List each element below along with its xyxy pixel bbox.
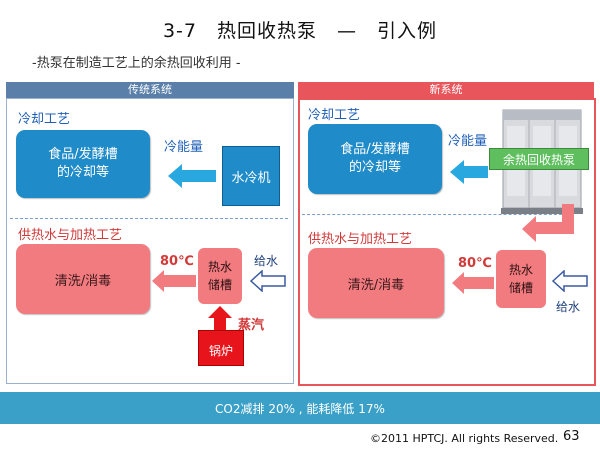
result-summary-bar: CO2减排 20% , 能耗降低 17%: [0, 392, 600, 424]
left-cooling-amount-label: 冷能量: [164, 140, 204, 155]
right-panel-header: 新系统: [298, 82, 594, 98]
left-steam-arrow: [208, 306, 232, 336]
left-supply-water-label: 给水: [254, 254, 279, 268]
left-chiller-box: 水冷机: [222, 146, 280, 206]
left-hot-water-tank: 热水储槽: [198, 248, 242, 304]
right-supply-water-label: 给水: [556, 300, 581, 314]
right-supply-water-arrow: [552, 270, 588, 292]
slide-title: 3-7 热回收热泵 — 引入例: [162, 20, 438, 42]
left-wash-box: 清洗/消毒: [16, 244, 150, 314]
left-food-line2: 的冷却等: [56, 165, 109, 180]
left-food-line1: 食品/发酵槽: [48, 147, 118, 162]
left-tank-line2: 储槽: [207, 278, 232, 292]
left-tank-line1: 热水: [207, 260, 232, 274]
right-cooling-amount-label: 冷能量: [448, 134, 488, 149]
left-supply-water-arrow: [250, 270, 286, 292]
left-steam-label: 蒸汽: [238, 318, 265, 333]
right-tank-line1: 热水: [508, 263, 533, 277]
left-boiler-box: 锅炉: [198, 330, 244, 366]
page-number: 63: [563, 429, 580, 444]
left-panel-header: 传统系统: [6, 82, 294, 98]
right-cooling-section-label: 冷却工艺: [308, 108, 361, 123]
left-food-tank-box: 食品/发酵槽的冷却等: [16, 130, 150, 198]
right-food-line2: 的冷却等: [348, 160, 401, 175]
left-hot-water-arrow: [152, 270, 196, 292]
right-section-divider: [302, 214, 572, 215]
right-food-tank-box: 食品/发酵槽的冷却等: [308, 124, 442, 194]
left-heating-section-label: 供热水与加热工艺: [18, 228, 123, 243]
left-cooling-arrow: [168, 164, 216, 188]
right-wash-box: 清洗/消毒: [308, 248, 444, 318]
right-cooling-arrow: [450, 160, 488, 184]
copyright-text: ©2011 HPTCJ. All rights Reserved.: [370, 432, 559, 445]
right-temp-label: 80℃: [458, 256, 492, 271]
slide-subtitle: -热泵在制造工艺上的余热回收利用 -: [32, 56, 241, 71]
heat-pump-to-tank-arrow: [522, 204, 574, 242]
left-cooling-section-label: 冷却工艺: [18, 112, 71, 127]
left-section-divider: [10, 218, 288, 219]
right-hot-water-tank: 热水储槽: [496, 250, 546, 308]
right-tank-line2: 储槽: [508, 281, 533, 295]
right-food-line1: 食品/发酵槽: [340, 142, 410, 157]
right-heating-section-label: 供热水与加热工艺: [308, 232, 413, 247]
left-temp-label: 80℃: [160, 254, 194, 269]
right-hot-water-arrow: [452, 272, 494, 294]
heat-pump-label: 余热回收热泵: [489, 148, 589, 170]
